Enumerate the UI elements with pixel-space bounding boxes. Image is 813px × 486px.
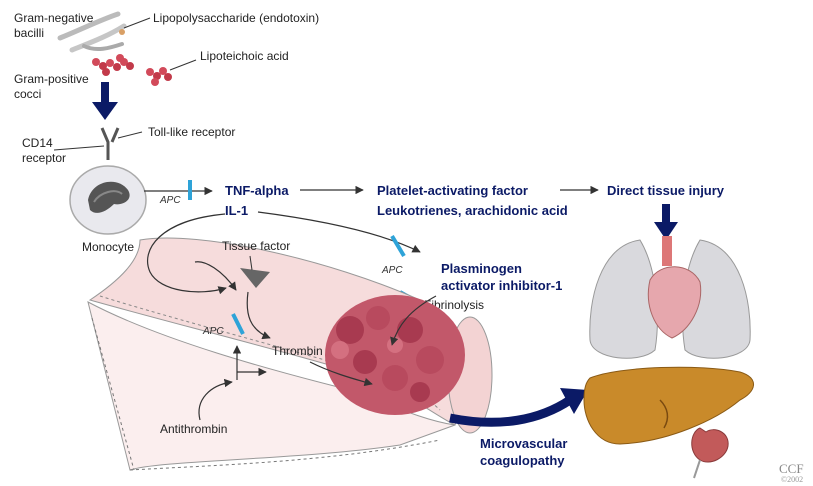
pai1-label-line1: Plasminogen [441,261,522,276]
toll-like-receptor-icon [102,128,118,160]
kidney-illustration [692,428,728,478]
injury-to-organs-arrow [654,204,678,240]
gram-positive-label: Gram-positive [14,72,89,86]
lipoteichoic-label: Lipoteichoic acid [200,49,289,63]
gram-positive-cocci-illustration [92,54,172,86]
thrombin-label: Thrombin [272,344,323,358]
cd14-leader-line [54,146,104,150]
ccf-watermark: CCF [779,461,804,476]
tissue-factor-label: Tissue factor [222,239,290,253]
gram-negative-label: Gram-negative [14,11,94,25]
pai1-label-line2: activator inhibitor-1 [441,278,562,293]
apc-inhibitor-bar-pai [392,236,404,256]
lungs-heart-illustration [590,236,750,358]
toll-like-receptor-label: Toll-like receptor [148,125,235,139]
microvascular-label-line2: coagulopathy [480,453,565,468]
lipoteichoic-leader-line [170,60,196,70]
blood-clot-illustration [325,295,465,415]
antithrombin-label: Antithrombin [160,422,227,436]
monocyte-cell-illustration [70,166,146,234]
ccf-year: ©2002 [781,475,803,484]
cd14-label: CD14 [22,136,53,150]
apc-label-2: APC [381,265,403,276]
liver-illustration [584,367,754,444]
lps-leader-line [124,18,150,28]
lps-label: Lipopolysaccharide (endotoxin) [153,11,319,25]
toll-leader-line [118,132,142,138]
paf-label: Platelet-activating factor [377,183,528,198]
receptor-label: receptor [22,151,66,165]
apc-label-3: APC [202,326,224,337]
tnf-alpha-label: TNF-alpha [225,183,289,198]
microvascular-label-line1: Microvascular [480,436,567,451]
bacilli-label: bacilli [14,26,44,40]
aorta-shape [662,236,672,266]
monocyte-label: Monocyte [82,240,134,254]
cocci-label: cocci [14,87,41,101]
leukotrienes-label: Leukotrienes, arachidonic acid [377,203,568,218]
il1-label: IL-1 [225,203,248,218]
apc-label-1: APC [159,195,181,206]
direct-injury-label: Direct tissue injury [607,183,725,198]
bacteria-to-receptor-arrow [92,82,118,120]
